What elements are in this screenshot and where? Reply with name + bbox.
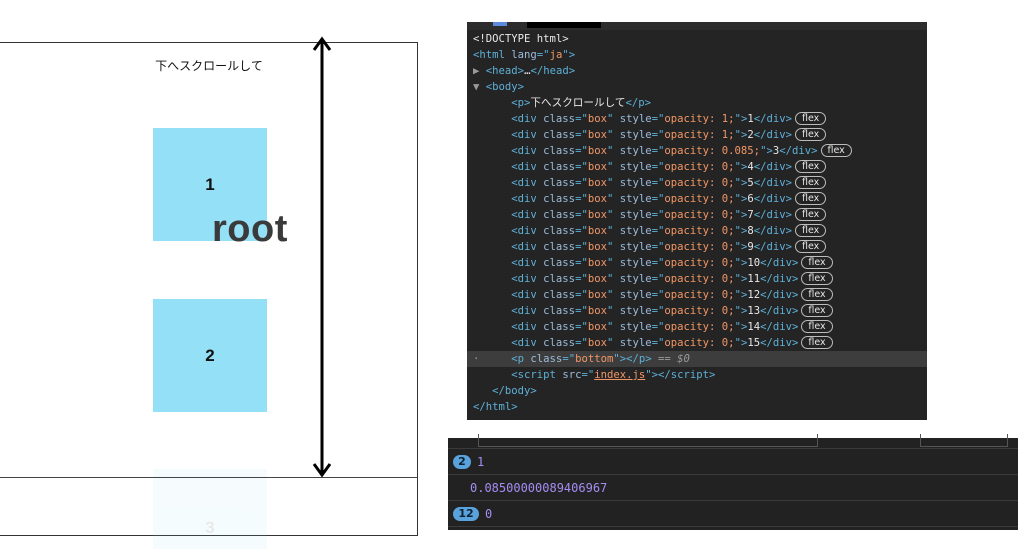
div-box-line[interactable]: <div class="box" style="opacity: 1;">2</… <box>473 127 927 143</box>
scroll-instruction-text: 下へスクロールして <box>155 59 263 73</box>
console-value: 0 <box>485 506 493 521</box>
devtools-console: 2 1 0.08500000089406967 12 0 <box>448 434 1018 530</box>
flex-badge[interactable]: flex <box>795 208 827 221</box>
div-box-line[interactable]: <div class="box" style="opacity: 0;">14<… <box>473 319 927 335</box>
div-box-line[interactable]: <div class="box" style="opacity: 0;">12<… <box>473 287 927 303</box>
doctype-line[interactable]: <!DOCTYPE html> <box>473 33 569 45</box>
div-box-line[interactable]: <div class="box" style="opacity: 0;">5</… <box>473 175 927 191</box>
body-open-line[interactable]: ▼ <body> <box>473 81 525 93</box>
p-bottom-line-selected[interactable]: · <p class="bottom"></p> == $0 <box>467 351 927 367</box>
dom-tree: <!DOCTYPE html> <html lang="ja"> ▶ <head… <box>467 30 927 415</box>
script-line[interactable]: <script src="index.js"></script> <box>511 369 716 381</box>
expand-triangle-icon: ▶ <box>473 65 486 77</box>
log-level-select[interactable] <box>920 434 1008 447</box>
page-viewport: 下へスクロールして 1 2 3 <box>0 42 418 549</box>
div-box-line[interactable]: <div class="box" style="opacity: 0;">7</… <box>473 207 927 223</box>
flex-badge[interactable]: flex <box>795 240 827 253</box>
redacted-bar <box>527 22 601 28</box>
body-close-line[interactable]: </body> <box>492 385 537 397</box>
flex-badge[interactable]: flex <box>795 160 827 173</box>
p-line[interactable]: <p>下へスクロールして</p> <box>511 97 651 109</box>
div-box-line[interactable]: <div class="box" style="opacity: 0;">11<… <box>473 271 927 287</box>
viewport-bottom-line <box>0 477 417 478</box>
box-1: 1 <box>153 128 267 241</box>
flex-badge[interactable]: flex <box>795 176 827 189</box>
div-box-line[interactable]: <div class="box" style="opacity: 0;">6</… <box>473 191 927 207</box>
flex-badge[interactable]: flex <box>801 288 833 301</box>
head-line[interactable]: ▶ <head>…</head> <box>473 65 576 77</box>
console-row: 12 0 <box>448 501 1018 527</box>
elements-tab-indicator[interactable] <box>493 22 507 26</box>
div-box-line[interactable]: <div class="box" style="opacity: 0;">8</… <box>473 223 927 239</box>
box-2: 2 <box>153 299 267 412</box>
flex-badge[interactable]: flex <box>801 304 833 317</box>
div-box-line[interactable]: <div class="box" style="opacity: 0;">15<… <box>473 335 927 351</box>
div-box-line[interactable]: <div class="box" style="opacity: 0;">13<… <box>473 303 927 319</box>
div-box-line[interactable]: <div class="box" style="opacity: 0;">4</… <box>473 159 927 175</box>
flex-badge[interactable]: flex <box>795 128 827 141</box>
div-box-line[interactable]: <div class="box" style="opacity: 1;">1</… <box>473 111 927 127</box>
div-box-line[interactable]: <div class="box" style="opacity: 0;">9</… <box>473 239 927 255</box>
flex-badge[interactable]: flex <box>795 112 827 125</box>
collapse-triangle-icon: ▼ <box>473 81 486 93</box>
filter-input[interactable] <box>478 434 818 447</box>
box-label: 2 <box>205 345 215 365</box>
flex-badge[interactable]: flex <box>801 272 833 285</box>
console-value: 0.08500000089406967 <box>470 480 608 495</box>
root-label: root <box>212 208 288 250</box>
html-open-line[interactable]: <html lang="ja"> <box>473 49 576 61</box>
flex-badge[interactable]: flex <box>820 144 852 157</box>
repeat-count-badge: 12 <box>453 506 479 521</box>
div-box-line[interactable]: <div class="box" style="opacity: 0;">10<… <box>473 255 927 271</box>
flex-badge[interactable]: flex <box>801 336 833 349</box>
console-value: 1 <box>477 454 485 469</box>
console-row: 0.08500000089406967 <box>448 475 1018 501</box>
box-label: 1 <box>205 174 215 194</box>
repeat-count-badge: 2 <box>453 454 471 469</box>
devtools-elements-panel: <!DOCTYPE html> <html lang="ja"> ▶ <head… <box>467 22 927 420</box>
html-close-line[interactable]: </html> <box>473 401 518 413</box>
flex-badge[interactable]: flex <box>795 224 827 237</box>
devtools-toolbar <box>467 22 927 30</box>
div-box-line[interactable]: <div class="box" style="opacity: 0.085;"… <box>473 143 927 159</box>
flex-badge[interactable]: flex <box>801 256 833 269</box>
flex-badge[interactable]: flex <box>801 320 833 333</box>
console-row: 2 1 <box>448 449 1018 475</box>
box-3: 3 <box>153 469 267 549</box>
box-label: 3 <box>205 518 215 537</box>
console-filter-bar <box>448 434 1018 449</box>
flex-badge[interactable]: flex <box>795 192 827 205</box>
double-arrow-icon <box>312 36 332 478</box>
